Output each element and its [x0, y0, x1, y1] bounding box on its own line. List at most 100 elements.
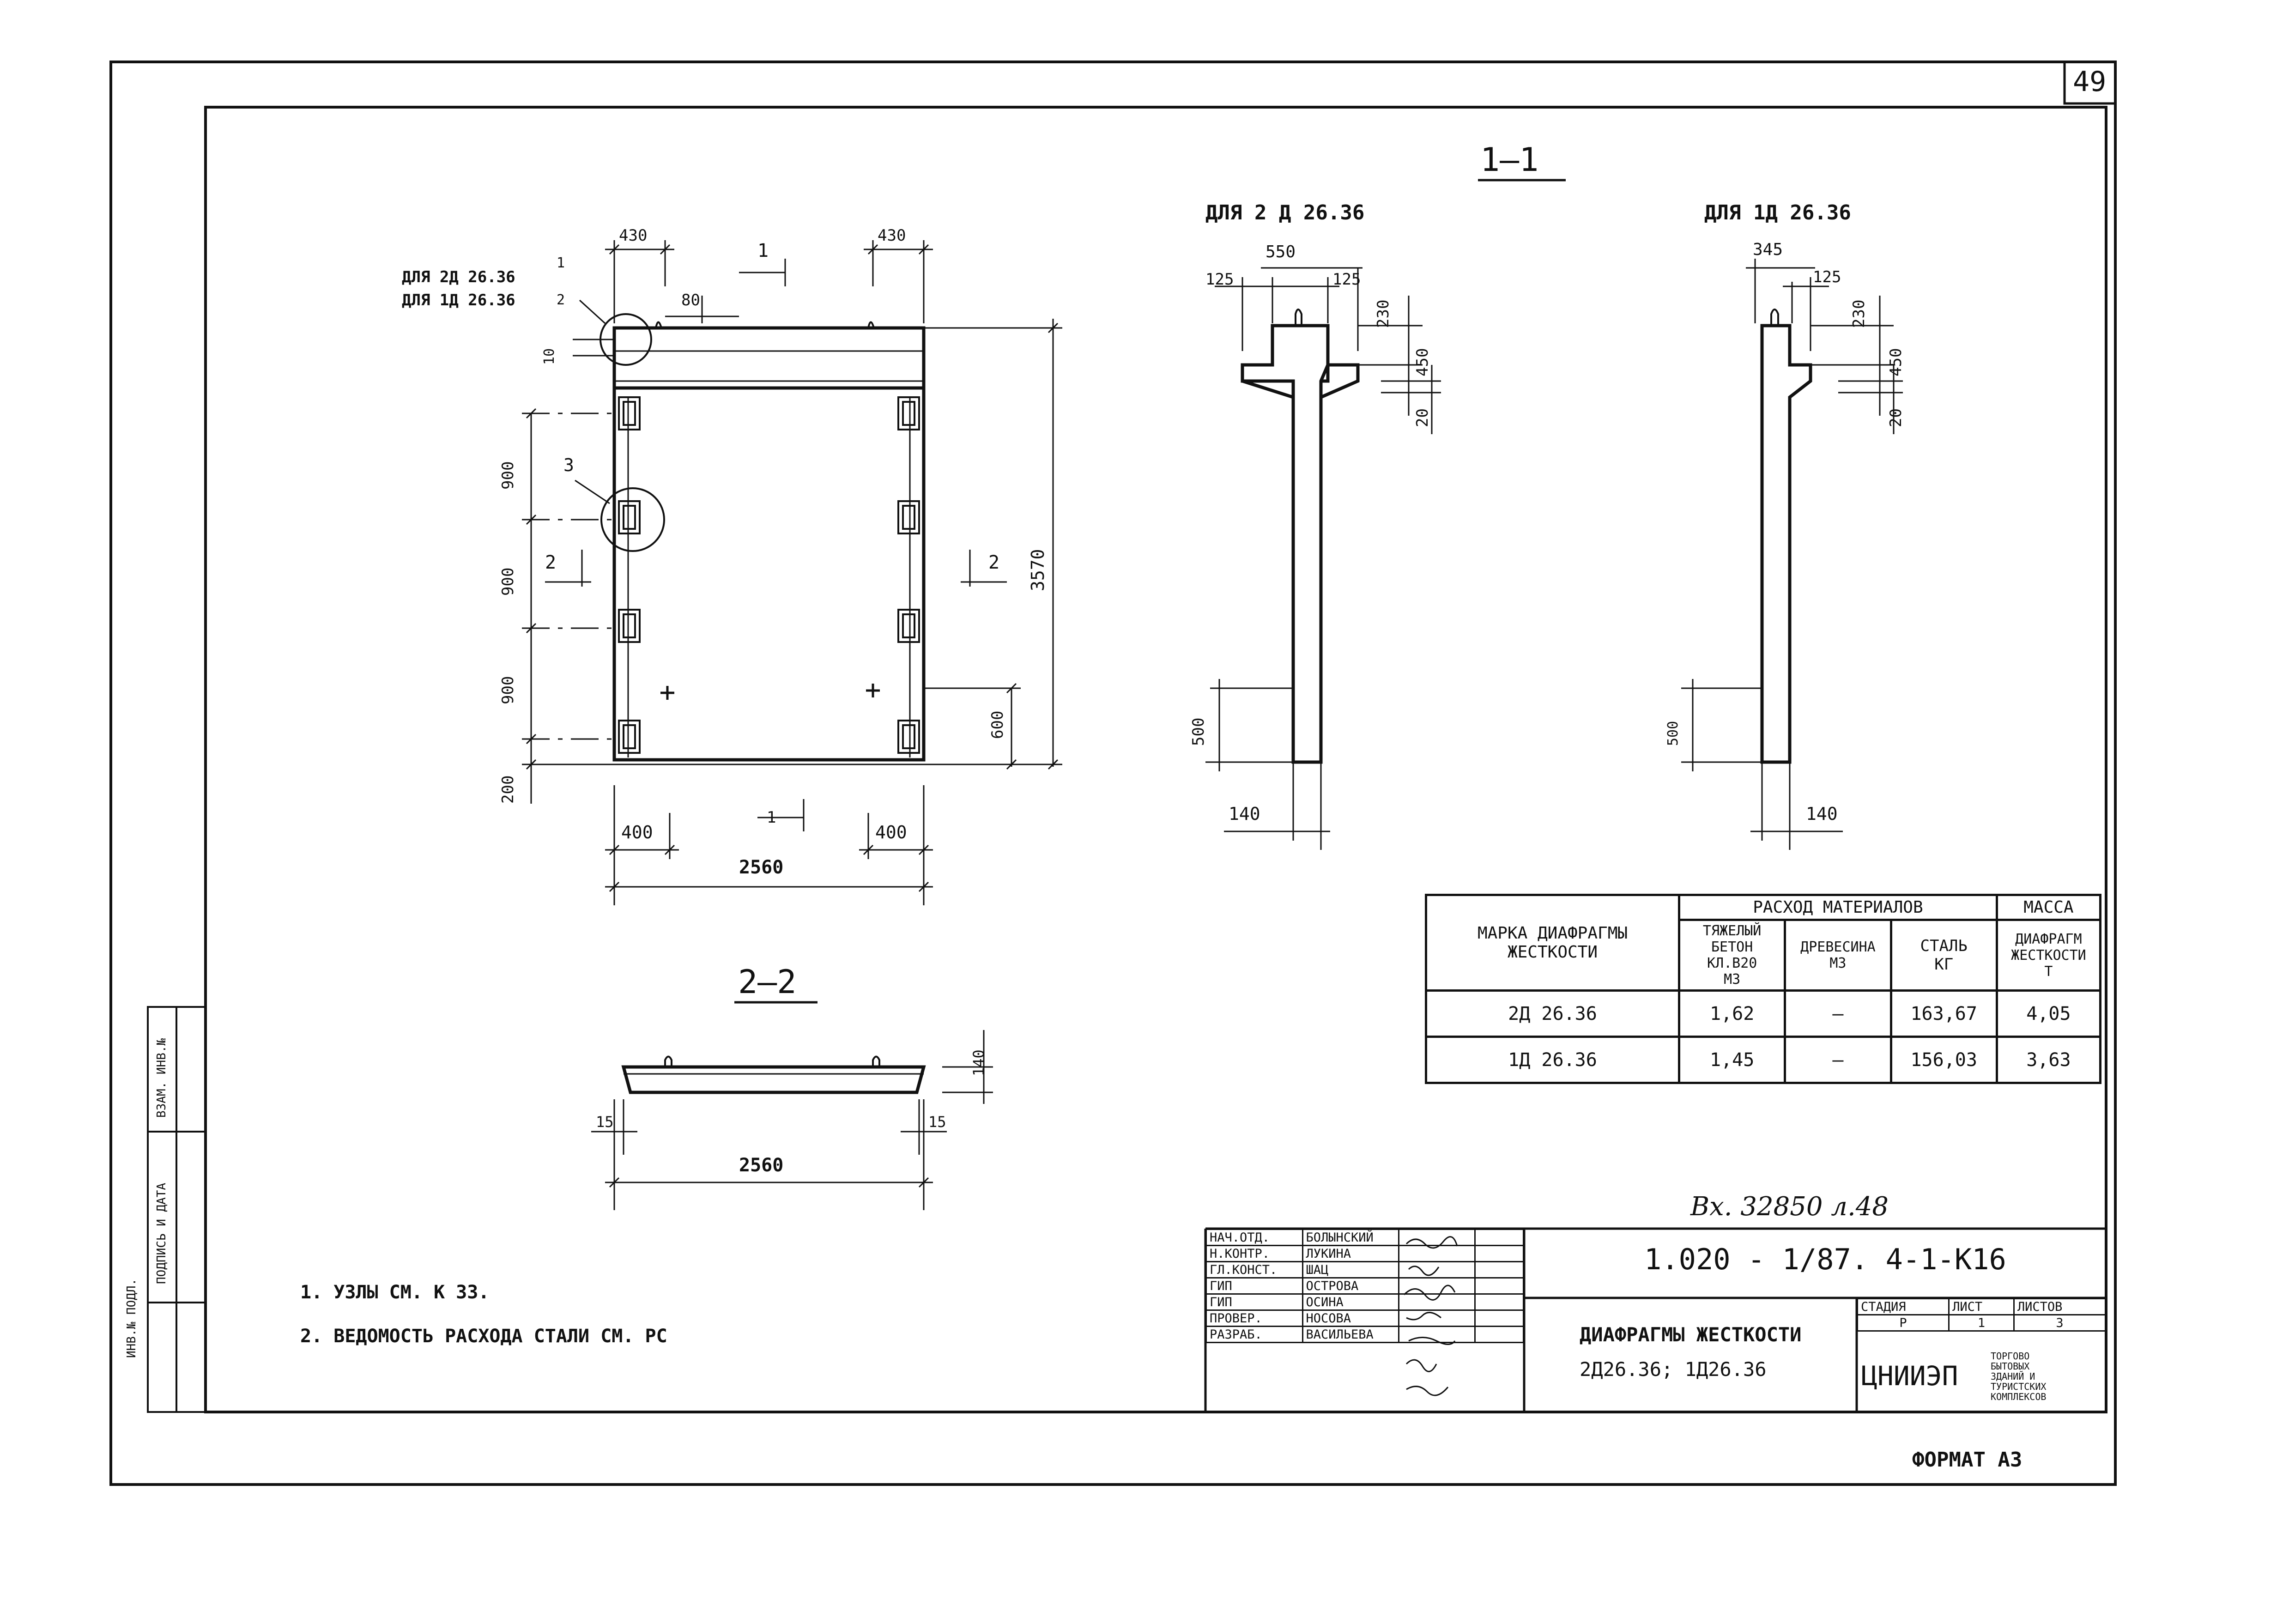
steel-unit: КГ	[1934, 955, 1954, 974]
row-wood: —	[1784, 989, 1892, 1038]
dim-900-b: 900	[499, 567, 517, 596]
drawing-code: 1.020 - 1/87. 4-1-К16	[1644, 1242, 2006, 1276]
label-node-3: 3	[563, 455, 574, 475]
dim-550: 550	[1266, 242, 1296, 261]
col-consumption-header: РАСХОД МАТЕРИАЛОВ	[1678, 894, 1998, 921]
section-2-2-title: 2—2	[738, 963, 797, 1001]
dim-450-left: 450	[1413, 348, 1432, 376]
dim-20-left: 20	[1413, 408, 1432, 427]
col-concrete-header: ТЯЖЕЛЫЙ БЕТОН КЛ.В20 М3	[1677, 919, 1786, 992]
col-mass-sub-header: ДИАФРАГМ ЖЕСТКОСТИ Т	[1995, 919, 2102, 992]
row-mark: 2Д 26.36	[1425, 989, 1680, 1038]
top-beam	[612, 326, 926, 390]
dim-10: 10	[541, 348, 557, 365]
org-desc-line: БЫТОВЫХ	[1991, 1361, 2030, 1372]
row-steel: 163,67	[1889, 989, 1998, 1038]
page-number-box	[2063, 61, 2117, 105]
dim-400-left: 400	[621, 822, 653, 842]
detail-circle-3	[600, 487, 665, 552]
sig-role: ПРОВЕР.	[1205, 1309, 1303, 1327]
drawing-title-line2: 2Д26.36; 1Д26.36	[1580, 1358, 1767, 1381]
sig-name: ШАЦ	[1302, 1261, 1399, 1279]
sig-role: ГЛ.КОНСТ.	[1205, 1261, 1303, 1279]
materials-table: МАРКА ДИАФРАГМЫ ЖЕСТКОСТИ РАСХОД МАТЕРИА…	[1425, 894, 2102, 1084]
stage-table: СТАДИЯ ЛИСТ ЛИСТОВ Р 1 3	[1856, 1298, 2107, 1332]
section-2-2	[591, 1030, 993, 1210]
steel-label: СТАЛЬ	[1920, 937, 1968, 955]
row-mark: 1Д 26.36	[1425, 1036, 1680, 1084]
section-1-1-right-label: ДЛЯ 1Д 26.36	[1704, 201, 1851, 224]
section-mark-1-top: 1	[757, 240, 769, 261]
side-stamp-sign: ПОДПИСЬ И ДАТА	[155, 1182, 169, 1284]
table-row: 1Д 26.36 1,45 — 156,03 3,63	[1425, 1036, 2102, 1084]
org-desc-line: ЗДАНИЙ И	[1991, 1371, 2035, 1382]
row-concrete: 1,45	[1677, 1036, 1786, 1084]
title-block-frame	[1204, 1227, 2106, 1412]
dim-430-right: 430	[878, 226, 906, 245]
dim-900-a: 900	[499, 461, 517, 490]
label-node-2: 2	[557, 292, 565, 308]
sig-role: НАЧ.ОТД.	[1205, 1229, 1303, 1246]
sig-name: ВАСИЛЬЕВА	[1302, 1326, 1399, 1343]
section-2-2-outline	[621, 1065, 926, 1094]
note-1: 1. УЗЛЫ СМ. К 33.	[300, 1282, 490, 1303]
signature-row: РАЗРАБ.ВАСИЛЬЕВА	[1205, 1326, 1524, 1343]
col-mark-header: МАРКА ДИАФРАГМЫ ЖЕСТКОСТИ	[1425, 894, 1680, 992]
outer-frame	[109, 61, 2117, 1486]
dim-400-right: 400	[875, 822, 907, 842]
dim-125-left-a: 125	[1205, 270, 1234, 289]
org-desc-line: ТОРГОВО	[1991, 1351, 2030, 1362]
dim-450-right: 450	[1887, 348, 1905, 376]
signature-table: НАЧ.ОТД.БОЛЫНСКИЙ Н.КОНТР.ЛУКИНА ГЛ.КОНС…	[1205, 1229, 1524, 1343]
dim-140-right: 140	[1806, 804, 1838, 824]
col-steel-header: СТАЛЬ КГ	[1889, 919, 1998, 992]
mass-label: ДИАФРАГМ ЖЕСТКОСТИ	[2011, 931, 2086, 963]
org-desc-line: ТУРИСТСКИХ	[1991, 1381, 2047, 1392]
page-number: 49	[2073, 66, 2107, 98]
concrete-label: ТЯЖЕЛЫЙ БЕТОН КЛ.В20	[1702, 923, 1762, 971]
mass-unit: Т	[2044, 963, 2053, 980]
dim-500-right: 500	[1665, 721, 1681, 746]
sheets-value: 3	[2013, 1314, 2107, 1332]
section-mark-2-right: 2	[988, 552, 1000, 573]
incoming-reference: Вх. 32850 л.48	[1690, 1192, 1889, 1222]
signature-row: Н.КОНТР.ЛУКИНА	[1205, 1245, 1524, 1262]
sheet-format: ФОРМАТ А3	[1912, 1448, 2023, 1472]
elevation-view	[522, 240, 1062, 905]
drawing-title-line1: ДИАФРАГМЫ ЖЕСТКОСТИ	[1580, 1323, 1802, 1346]
row-mass: 4,05	[1995, 989, 2102, 1038]
sig-role: ГИП	[1205, 1277, 1303, 1295]
row-wood: —	[1784, 1036, 1892, 1084]
section-mark-1-bottom: 1	[767, 808, 776, 827]
dim-125-left-b: 125	[1332, 270, 1361, 289]
concrete-unit: М3	[1724, 971, 1741, 988]
section-1-1-left-label: ДЛЯ 2 Д 26.36	[1205, 201, 1365, 224]
sig-name: БОЛЫНСКИЙ	[1302, 1229, 1399, 1246]
section-mark-2-left: 2	[545, 552, 557, 573]
dim-2560-elevation: 2560	[739, 857, 784, 878]
side-stamp-inv: ИНВ.№ ПОДЛ.	[125, 1278, 139, 1358]
row-steel: 156,03	[1889, 1036, 1998, 1084]
sig-name: НОСОВА	[1302, 1309, 1399, 1327]
sig-role: ГИП	[1205, 1293, 1303, 1311]
dim-230-right: 230	[1850, 299, 1868, 328]
organization-name: ЦНИИЭП	[1861, 1360, 1958, 1392]
dim-15-left: 15	[596, 1113, 614, 1131]
dim-200: 200	[499, 775, 517, 804]
dim-430-left: 430	[619, 226, 648, 245]
signature-row: НАЧ.ОТД.БОЛЫНСКИЙ	[1205, 1229, 1524, 1246]
stage-value: Р	[1856, 1314, 1950, 1332]
wood-label: ДРЕВЕСИНА	[1800, 939, 1876, 955]
dim-345: 345	[1753, 240, 1783, 259]
dim-125-right: 125	[1813, 268, 1841, 286]
dim-140-left: 140	[1229, 804, 1260, 824]
sig-name: ОСИНА	[1302, 1293, 1399, 1311]
col-wood-header: ДРЕВЕСИНА М3	[1784, 919, 1892, 992]
dim-140-section-2-2: 140	[970, 1049, 987, 1076]
section-1d-outline	[1760, 324, 1812, 764]
section-1-1-title: 1—1	[1480, 141, 1539, 179]
section-1-1-right	[1681, 259, 1903, 850]
